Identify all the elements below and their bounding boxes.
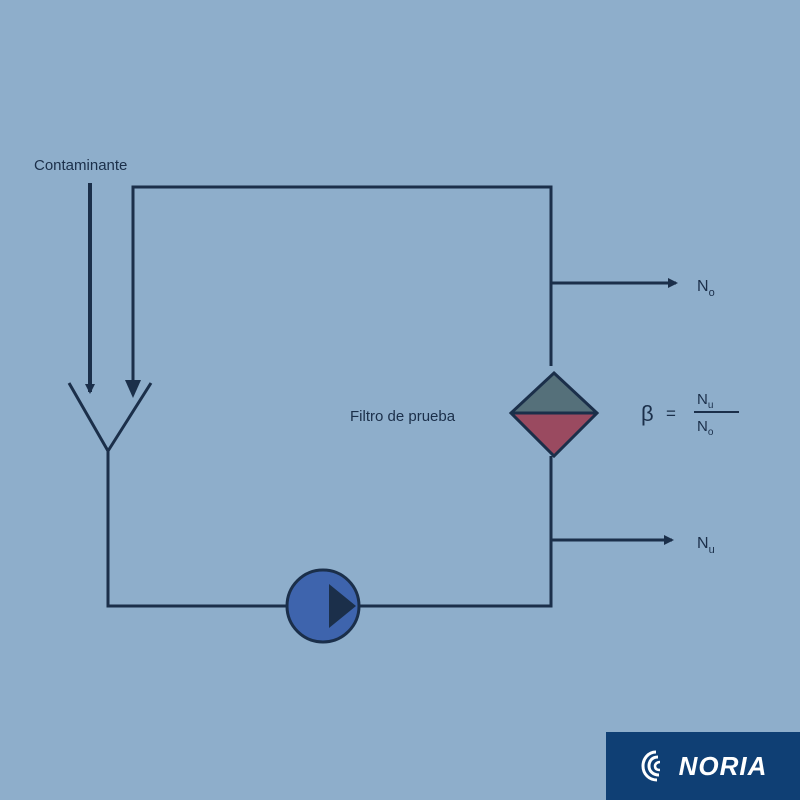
pump-icon (285, 568, 361, 644)
contaminant-label: Contaminante (34, 157, 127, 174)
beta-numerator: Nu (697, 391, 713, 411)
beta-ratio-formula: β = Nu No (641, 391, 739, 438)
upstream-count-label: Nu (697, 535, 715, 556)
circuit-right-bottom (359, 456, 553, 608)
circuit-left-bottom (106, 451, 287, 608)
return-arrowhead (125, 380, 141, 398)
downstream-count-label: No (697, 278, 715, 299)
beta-denominator: No (697, 418, 714, 438)
noria-swirl-icon (641, 750, 660, 782)
return-line (131, 185, 553, 389)
beta-symbol: β (641, 401, 654, 426)
equals-sign: = (666, 404, 676, 423)
filter-label: Filtro de prueba (350, 408, 456, 425)
logo-text: NORIA (678, 750, 768, 781)
funnel (67, 382, 153, 454)
test-filter-icon (508, 370, 600, 459)
noria-logo: NORIA (606, 732, 800, 800)
